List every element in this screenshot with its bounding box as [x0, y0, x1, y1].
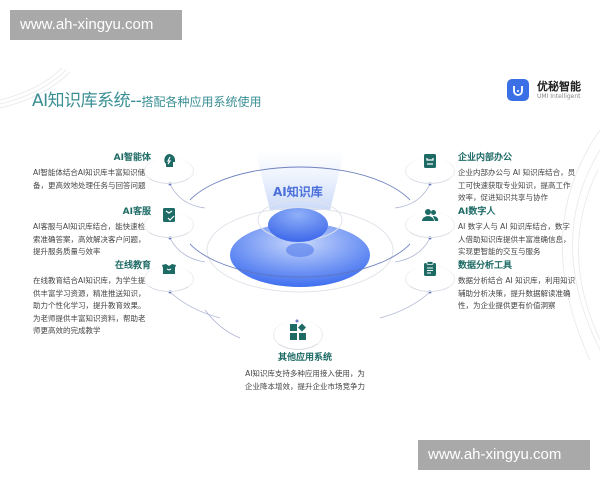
clipboard-icon [424, 261, 436, 276]
decorative-lines [0, 67, 71, 109]
title-separator: -- [130, 91, 142, 111]
icon-node-ai-digital-human [405, 204, 455, 238]
watermark-top: www.ah-xingyu.com [10, 10, 182, 40]
users-icon [422, 209, 439, 221]
item-label: AI客服 [122, 207, 151, 217]
brand-logo: 优秘智能 UMI Intelligent [507, 79, 581, 101]
item-ai-agent: AI智能体 AI智能体结合AI知识库丰富知识储备，更高效地处理任务与回答问题 [33, 152, 151, 192]
office-icon [424, 154, 436, 168]
item-label: 在线教育 [114, 261, 151, 271]
decorative-arcs [561, 130, 600, 360]
title-sub: 搭配各种应用系统使用 [141, 95, 262, 109]
item-description: AI智能体结合AI知识库丰富知识储备，更高效地处理任务与回答问题 [33, 168, 146, 190]
page-title: AI知识库系统--搭配各种应用系统使用 [32, 86, 261, 111]
item-label: 其他应用系统 [277, 353, 332, 363]
apps-grid-icon [290, 323, 306, 340]
icon-node-ai-agent [144, 150, 194, 184]
icon-node-online-education [144, 258, 194, 292]
item-description: AI 数字人与 AI 知识库结合，数字人借助知识库提供丰富准确信息，实现更智能的… [458, 222, 571, 256]
item-other-apps: 其他应用系统 AI知识库支持多种应用接入使用，为 企业降本增效，提升企业市场竞争… [220, 352, 390, 393]
icon-node-enterprise-office [405, 150, 455, 184]
item-label: AI智能体 [113, 153, 151, 163]
open-box-icon [162, 264, 176, 274]
item-label: AI数字人 [458, 207, 496, 217]
knowledge-base-graphic [190, 150, 410, 293]
item-ai-customer-service: AI客服 AI客服与AI知识库结合，能快速检索准确答案，高效解决客户问题，提升服… [33, 206, 151, 259]
icon-node-data-analysis [405, 258, 455, 292]
item-online-education: 在线教育 在线教育结合AI知识库，为学生提供丰富学习资源，精准推送知识，助力个性… [33, 260, 151, 338]
item-description: 数据分析结合 AI 知识库，利用知识辅助分析决策，提升数据解读准确性，为企业提供… [458, 276, 576, 310]
logo-name-en: UMI Intelligent [537, 92, 581, 100]
item-description-line1: AI知识库支持多种应用接入使用，为 [245, 369, 365, 378]
item-description: AI客服与AI知识库结合，能快速检索准确答案，高效解决客户问题，提升服务质量与效… [33, 222, 146, 256]
item-label: 企业内部办公 [458, 153, 513, 163]
item-data-analysis: 数据分析工具 数据分析结合 AI 知识库，利用知识辅助分析决策，提升数据解读准确… [458, 260, 576, 313]
brain-icon [164, 154, 175, 167]
item-description-line2: 企业降本增效，提升企业市场竞争力 [245, 382, 365, 391]
watermark-bottom: www.ah-xingyu.com [418, 440, 590, 470]
item-description: 在线教育结合AI知识库，为学生提供丰富学习资源，精准推送知识，助力个性化学习，提… [33, 276, 146, 335]
item-ai-digital-human: AI数字人 AI 数字人与 AI 知识库结合，数字人借助知识库提供丰富准确信息，… [458, 206, 576, 259]
center-label: AI知识库 [273, 185, 323, 199]
item-enterprise-office: 企业内部办公 企业内部办公与 AI 知识库结合，员工可快速获取专业知识，提高工作… [458, 152, 576, 205]
item-description: 企业内部办公与 AI 知识库结合，员工可快速获取专业知识，提高工作效率，促进知识… [458, 168, 576, 202]
icon-node-other-apps [273, 318, 323, 352]
logo-name: 优秘智能 [537, 79, 581, 93]
checklist-icon [163, 208, 175, 222]
item-label: 数据分析工具 [458, 261, 513, 271]
umi-logo-icon [507, 79, 529, 101]
title-main: AI知识库系统 [32, 91, 131, 111]
icon-node-ai-customer-service [144, 204, 194, 238]
